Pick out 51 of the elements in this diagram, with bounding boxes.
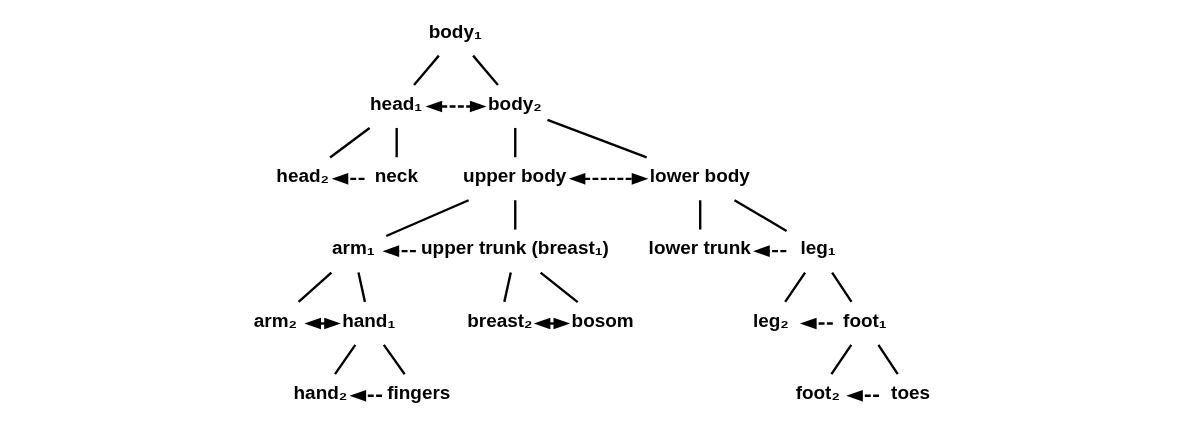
node-text: arm₁ [332,237,375,259]
arrow [425,100,487,113]
node-text: hand₂ [293,382,348,404]
node-text: upper body [463,165,567,187]
connector [699,200,702,230]
arrow [331,173,365,185]
arrow [753,245,787,257]
connector [329,127,371,159]
node-text: bosom [571,309,634,331]
connector [395,127,398,158]
connector [514,200,517,230]
node-text: head₂ [276,165,330,187]
node-text: body₂ [487,92,542,114]
connector [784,271,807,303]
node-text: neck [374,165,418,187]
connector [733,199,788,232]
node-text: breast₂ [467,309,533,331]
connector [503,272,512,303]
node-text: upper trunk (breast₁) [420,237,609,259]
node-text: leg₂ [752,309,789,331]
node-text: lower body [649,165,750,187]
arrow [533,317,571,330]
connector [514,127,517,158]
connector [297,271,333,303]
node-text: hand₁ [342,309,396,331]
connector [357,272,367,303]
arrow [568,173,649,185]
arrow [799,317,833,330]
connector [382,344,406,375]
connector [413,54,440,86]
connector [831,271,853,303]
arrow [349,390,382,402]
connector [539,271,579,304]
node-text: arm₂ [253,309,298,331]
node-text: leg₁ [800,237,836,259]
node-text: foot₁ [843,309,887,331]
connector [472,54,499,86]
node-text: body₁ [428,20,482,42]
node-text: lower trunk [648,237,751,259]
connector [334,344,357,375]
arrow [382,245,416,257]
node-text: foot₂ [795,382,840,404]
connector [385,199,470,238]
connector [877,344,899,375]
connector [547,118,648,159]
node-text: head₁ [370,92,423,114]
arrow [304,317,341,330]
node-text: toes [891,382,931,404]
arrow [846,390,880,402]
node-text: fingers [387,382,451,404]
connector [830,344,853,375]
